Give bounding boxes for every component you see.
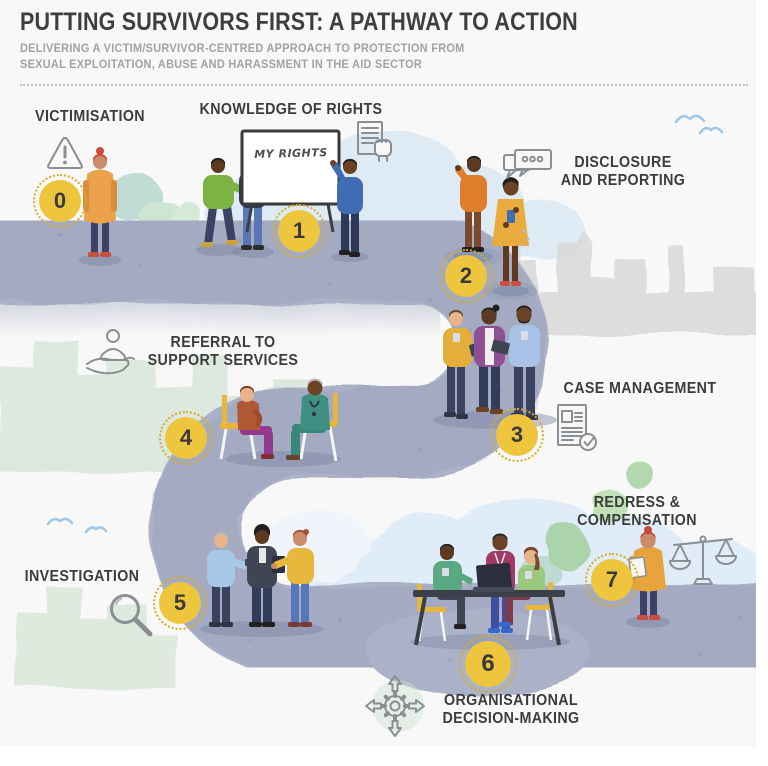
stage-4-figures — [219, 378, 341, 467]
city-skyline-green-bottom — [16, 586, 176, 688]
page-subtitle: DELIVERING A VICTIM/SURVIVOR-CENTRED APP… — [20, 43, 465, 71]
page-title: PUTTING SURVIVORS FIRST: A PATHWAY TO AC… — [20, 8, 578, 36]
stage-6-figures — [410, 533, 570, 650]
stage-0-figure — [79, 147, 121, 266]
stage-1-figures — [196, 129, 369, 262]
stage-2-figures — [455, 155, 530, 286]
warning-triangle-icon — [47, 137, 83, 169]
magnifier-icon — [110, 594, 153, 637]
pathway-illustration — [0, 114, 756, 732]
stage-number-2: 2 — [439, 249, 493, 303]
stage-label-org-decision: ORGANISATIONAL DECISION-MAKING — [442, 692, 580, 727]
stage-number-1: 1 — [272, 204, 326, 258]
stage-number-6: 6 — [459, 635, 517, 693]
stage-label-knowledge-of-rights: KNOWLEDGE OF RIGHTS — [199, 101, 383, 118]
stage-number-0: 0 — [33, 174, 87, 228]
stage-label-case-management: CASE MANAGEMENT — [563, 380, 717, 397]
speech-bubbles-icon — [503, 149, 552, 179]
birds-icon — [46, 114, 724, 534]
stage-number-5: 5 — [153, 576, 207, 630]
stage-7-figure — [626, 526, 670, 628]
dotted-divider — [20, 84, 748, 86]
stage-label-investigation: INVESTIGATION — [24, 568, 140, 585]
stage-5-figures — [200, 524, 324, 637]
stage-label-victimisation: VICTIMISATION — [35, 108, 145, 125]
stage-label-disclosure-reporting: DISCLOSURE AND REPORTING — [560, 154, 686, 189]
stage-label-redress: REDRESS & COMPENSATION — [577, 494, 697, 529]
gear-arrows-icon — [365, 675, 425, 737]
header: PUTTING SURVIVORS FIRST: A PATHWAY TO AC… — [20, 8, 740, 73]
raised-fist-document-icon — [357, 121, 392, 162]
care-hand-icon — [86, 329, 135, 375]
whiteboard-text: MY RIGHTS — [254, 146, 328, 161]
stage-number-7: 7 — [585, 553, 639, 607]
stage-label-referral: REFERRAL TO SUPPORT SERVICES — [147, 334, 299, 369]
checklist-document-icon — [557, 404, 597, 451]
stage-number-4: 4 — [159, 411, 213, 465]
stage-number-3: 3 — [490, 408, 544, 462]
scales-of-justice-icon — [669, 535, 737, 585]
